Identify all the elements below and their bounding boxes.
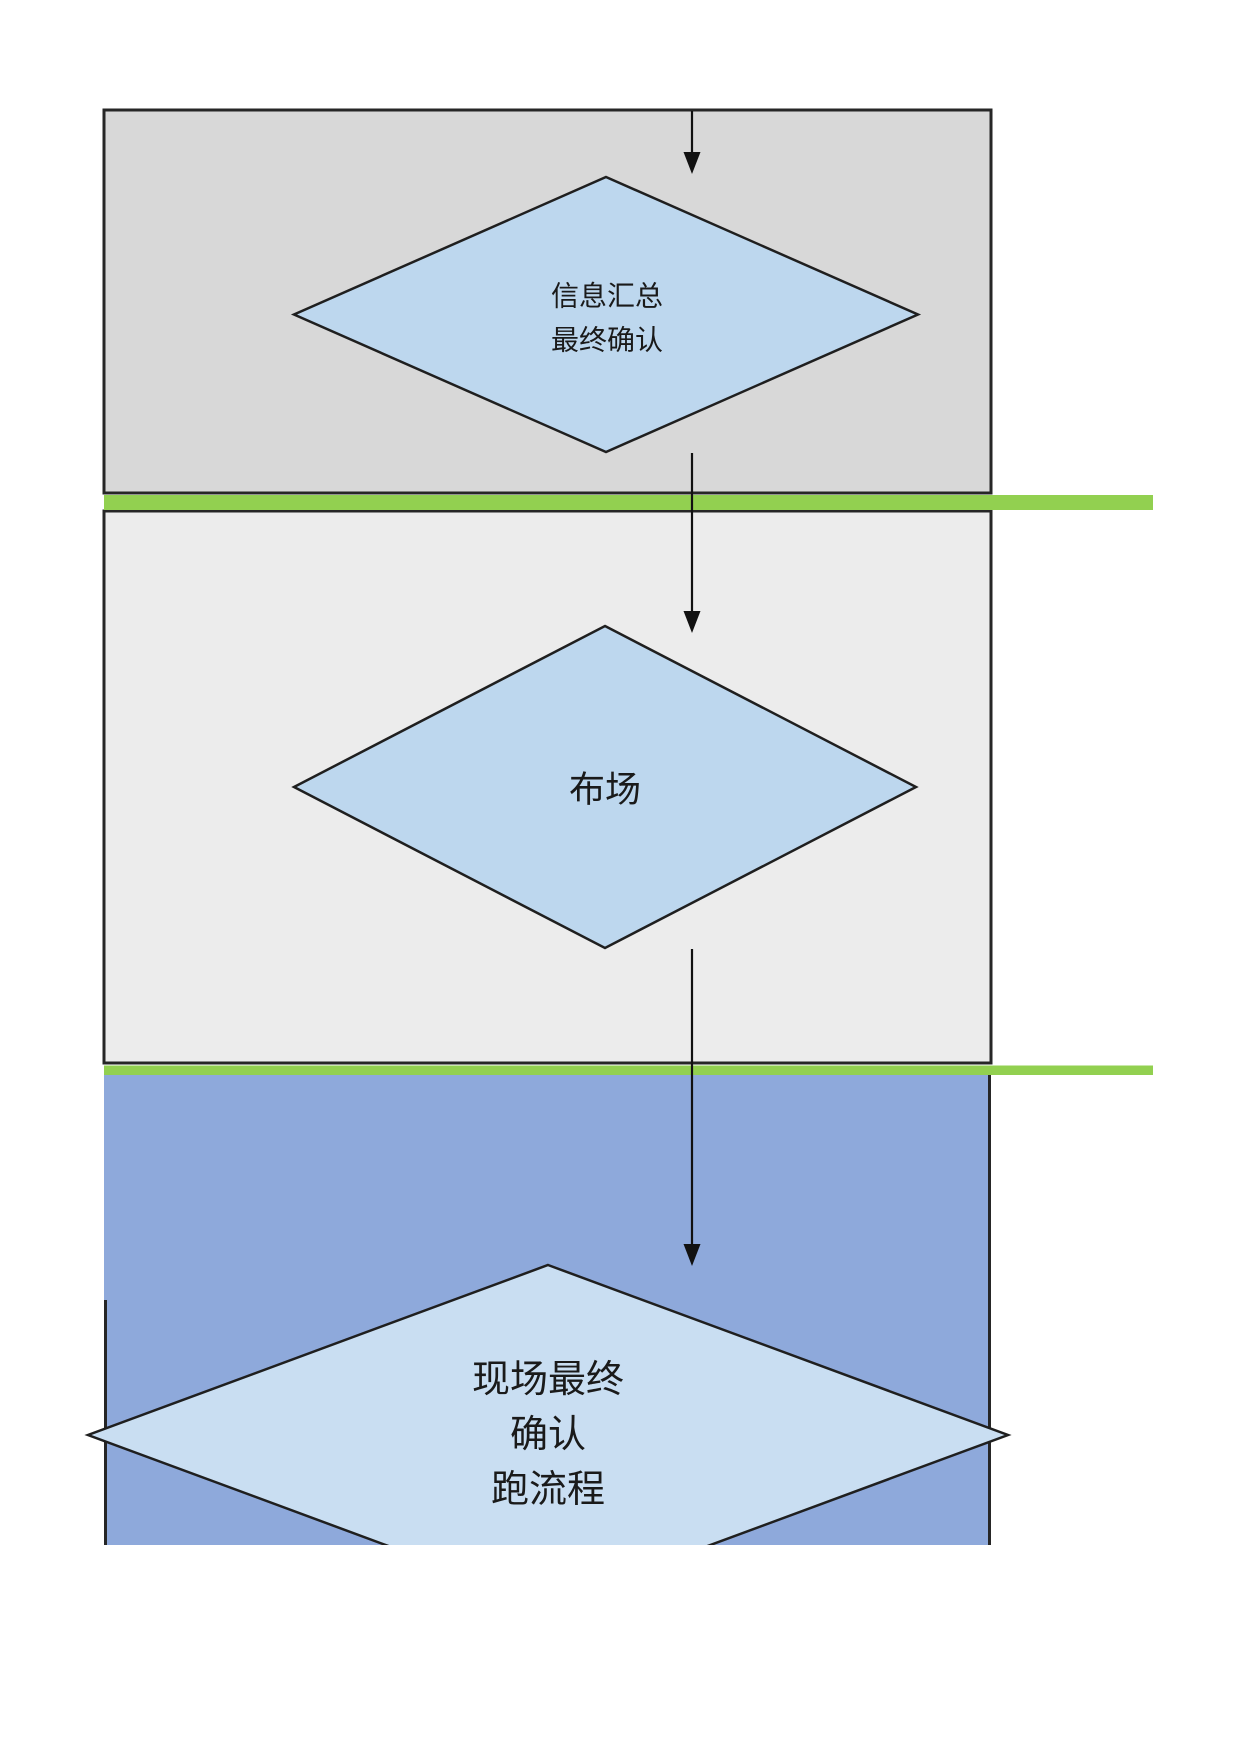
diamond-onsite-label-line2: 确认 xyxy=(510,1414,586,1456)
phase-divider-1 xyxy=(104,495,1153,510)
diamond-info-summary-label-line2: 最终确认 xyxy=(551,325,663,356)
diamond-info-summary: 信息汇总 最终确认 xyxy=(290,175,922,454)
connector-arrow-2 xyxy=(683,453,701,633)
diamond-onsite-label-line1: 现场最终 xyxy=(472,1359,624,1401)
connector-arrow-1 xyxy=(683,111,701,174)
diamond-onsite-label-line3: 跑流程 xyxy=(491,1469,605,1511)
connector-arrow-1-head xyxy=(683,152,701,174)
diamond-onsite-shape xyxy=(84,1263,1012,1545)
diamond-info-summary-label-line1: 信息汇总 xyxy=(551,281,663,312)
diamond-setup: 布场 xyxy=(291,624,919,950)
diamond-info-summary-shape xyxy=(290,175,922,454)
diamond-setup-shape xyxy=(291,624,919,950)
connector-arrow-2-head xyxy=(683,611,701,633)
diamond-setup-label: 布场 xyxy=(569,769,641,810)
phase-divider-2 xyxy=(104,1065,1153,1075)
connector-arrow-3-head xyxy=(683,1244,701,1266)
diamond-onsite: 现场最终 确认 跑流程 xyxy=(84,1263,1012,1545)
connector-arrow-3 xyxy=(683,949,701,1266)
